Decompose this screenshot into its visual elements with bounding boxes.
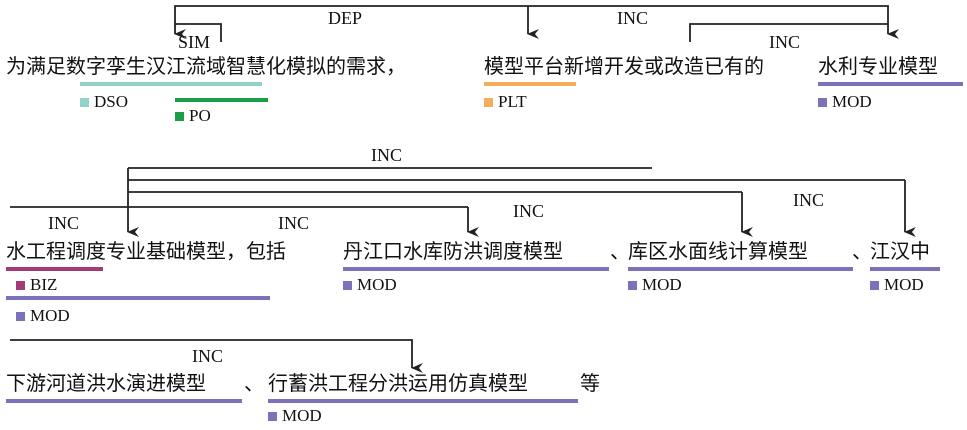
dso-underline [80, 82, 262, 86]
mod-underline [268, 399, 578, 403]
po-swatch [175, 111, 184, 121]
inc-label: INC [617, 8, 648, 28]
sentence-2-danjiangkou: 丹江口水库防洪调度模型 [343, 241, 563, 263]
inc-label: INC [192, 346, 223, 366]
dep-label: DEP [328, 8, 363, 28]
sentence-1-model: 水利专业模型 [818, 56, 938, 78]
mod-tag: MOD [628, 275, 682, 295]
sentence-3-xiayou: 下游河道洪水演进模型 [6, 373, 206, 395]
mod-underline [6, 296, 270, 300]
mod-tag: MOD [818, 92, 872, 112]
mod-tag: MOD [16, 306, 70, 326]
inc-label: INC [769, 32, 800, 52]
mod-underline [6, 399, 242, 403]
mod-swatch [16, 311, 25, 321]
sentence-2-jianghan: 江汉中 [870, 241, 930, 263]
sentence-2-kuqu: 库区水面线计算模型 [628, 241, 808, 263]
mod-underline [343, 267, 609, 271]
plt-underline [484, 82, 576, 86]
inc-label: INC [48, 213, 79, 233]
sentence-1-clause: 为满足数字孪生汉江流域智慧化模拟的需求， [6, 56, 406, 78]
po-underline [175, 98, 268, 102]
mod-underline [628, 267, 853, 271]
mod-swatch [870, 280, 879, 290]
plt-tag: PLT [484, 92, 527, 112]
mod-swatch [628, 280, 637, 290]
sentence-2-base: 水工程调度专业基础模型，包括 [6, 241, 286, 263]
po-tag: PO [175, 106, 211, 126]
mod-tag: MOD [268, 406, 322, 426]
sim-arrow [175, 23, 222, 42]
mod-underline [870, 267, 940, 271]
mod-underline [818, 82, 963, 86]
sim-label: SIM [178, 32, 211, 52]
inc-arrow-second [689, 23, 888, 42]
sentence-1-platform: 模型平台新增开发或改造已有的 [484, 56, 764, 78]
mod-tag: MOD [870, 275, 924, 295]
inc-arrow-line3 [10, 339, 423, 373]
sentence-3-deng: 等 [580, 373, 600, 395]
biz-underline [6, 267, 103, 271]
mod-swatch [343, 280, 352, 290]
inc-label: INC [513, 201, 544, 221]
biz-swatch [16, 280, 25, 290]
inc-arrow-top [528, 5, 899, 39]
sentence-2-comma: 、 [852, 241, 872, 263]
mod-swatch [268, 411, 277, 421]
dso-tag: DSO [80, 92, 128, 112]
dso-swatch [80, 97, 89, 107]
sentence-2-comma: 、 [610, 241, 630, 263]
inc-label: INC [278, 213, 309, 233]
mod-swatch [818, 97, 827, 107]
plt-swatch [484, 97, 493, 107]
mod-tag: MOD [343, 275, 397, 295]
sentence-3-comma: 、 [244, 373, 264, 395]
sentence-3-xingxuhong: 行蓄洪工程分洪运用仿真模型 [268, 373, 528, 395]
inc-label: INC [371, 145, 402, 165]
inc-label: INC [793, 190, 824, 210]
biz-tag: BIZ [16, 275, 57, 295]
